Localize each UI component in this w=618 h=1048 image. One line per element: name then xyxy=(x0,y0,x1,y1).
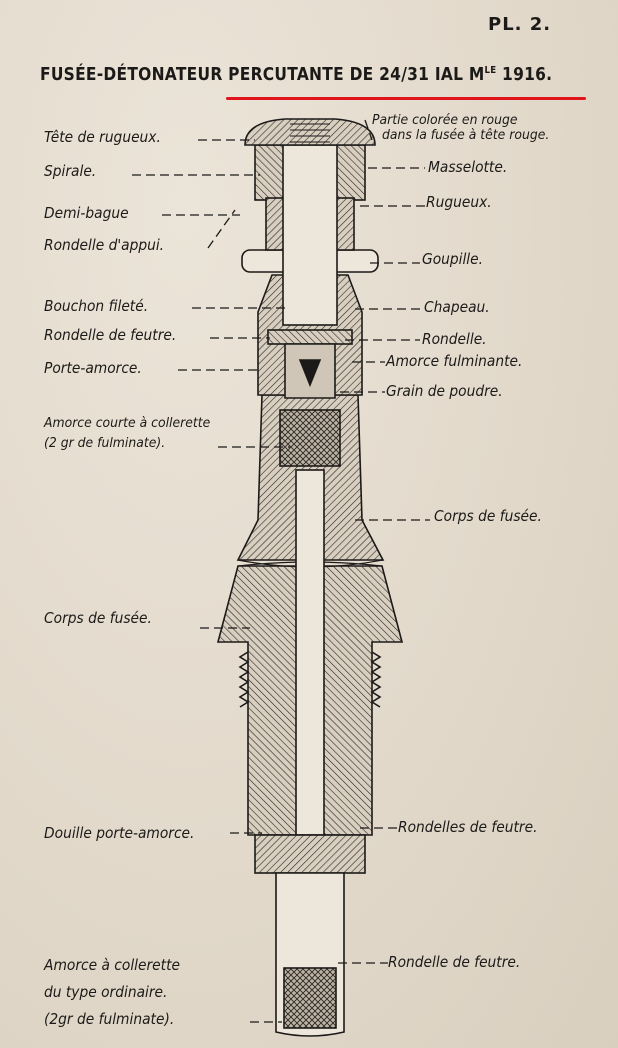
label-amorce-fulminante: Amorce fulminante. xyxy=(386,352,523,370)
title-main: FUSÉE-DÉTONATEUR PERCUTANTE DE 24/31 IAL… xyxy=(40,64,485,85)
title-sup: LE xyxy=(484,65,497,76)
tete-rugueux xyxy=(244,118,376,146)
label-bouchon-filete: Bouchon fileté. xyxy=(44,297,149,315)
label-partie-coloree-2: dans la fusée à tête rouge. xyxy=(382,127,550,143)
label-spirale: Spirale. xyxy=(44,162,97,180)
label-rugueux: Rugueux. xyxy=(426,193,492,211)
page-title: FUSÉE-DÉTONATEUR PERCUTANTE DE 24/31 IAL… xyxy=(40,64,552,85)
label-rondelles-feutre: Rondelles de feutre. xyxy=(398,818,538,836)
label-partie-coloree-1: Partie colorée en rouge xyxy=(372,112,518,128)
rugueux xyxy=(282,144,338,326)
label-corps-fusee-left: Corps de fusée. xyxy=(44,609,152,627)
label-rondelle: Rondelle. xyxy=(422,330,487,348)
label-douille: Douille porte-amorce. xyxy=(44,824,195,842)
leader-lines xyxy=(132,119,430,1023)
label-amorce-ordinaire-3: (2gr de fulminate). xyxy=(44,1010,175,1028)
label-amorce-ordinaire-1: Amorce à collerette xyxy=(44,956,180,974)
douille xyxy=(254,834,366,874)
label-chapeau: Chapeau. xyxy=(424,298,490,316)
label-rondelle-feutre-bas: Rondelle de feutre. xyxy=(388,953,521,971)
label-porte-amorce: Porte-amorce. xyxy=(44,359,142,377)
amorce-ordinaire xyxy=(283,967,337,1029)
label-tete-rugueux: Tête de rugueux. xyxy=(44,128,161,146)
label-rondelle-appui: Rondelle d'appui. xyxy=(44,236,165,254)
label-grain-poudre: Grain de poudre. xyxy=(386,382,503,400)
red-underline xyxy=(226,97,586,100)
label-goupille: Goupille. xyxy=(422,250,484,268)
label-corps-fusee-right: Corps de fusée. xyxy=(434,507,542,525)
plate-number: PL. 2. xyxy=(488,14,552,35)
label-amorce-ordinaire-2: du type ordinaire. xyxy=(44,983,168,1001)
label-amorce-courte-2: (2 gr de fulminate). xyxy=(44,435,166,451)
amorce-courte xyxy=(279,409,341,467)
label-masselotte: Masselotte. xyxy=(428,158,508,176)
bore xyxy=(295,469,325,836)
label-demi-bague: Demi-bague xyxy=(44,204,129,222)
label-amorce-courte-1: Amorce courte à collerette xyxy=(44,415,211,431)
label-rondelle-feutre: Rondelle de feutre. xyxy=(44,326,177,344)
title-year: 1916. xyxy=(496,64,553,85)
